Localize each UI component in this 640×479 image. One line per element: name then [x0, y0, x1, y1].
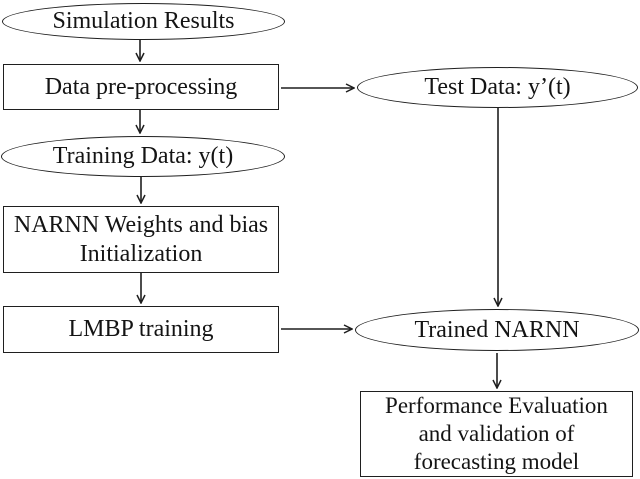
node-simulation-results: Simulation Results — [2, 3, 285, 40]
node-training-data: Training Data: y(t) — [1, 136, 285, 177]
node-performance-evaluation: Performance Evaluation and validation of… — [360, 391, 633, 477]
node-narnn-weights-init: NARNN Weights and bias Initialization — [3, 206, 279, 273]
node-data-preprocessing: Data pre-processing — [3, 64, 279, 110]
node-test-data: Test Data: y’(t) — [357, 67, 638, 108]
node-lmbp-training: LMBP training — [3, 306, 279, 353]
node-trained-narnn: Trained NARNN — [355, 309, 639, 351]
